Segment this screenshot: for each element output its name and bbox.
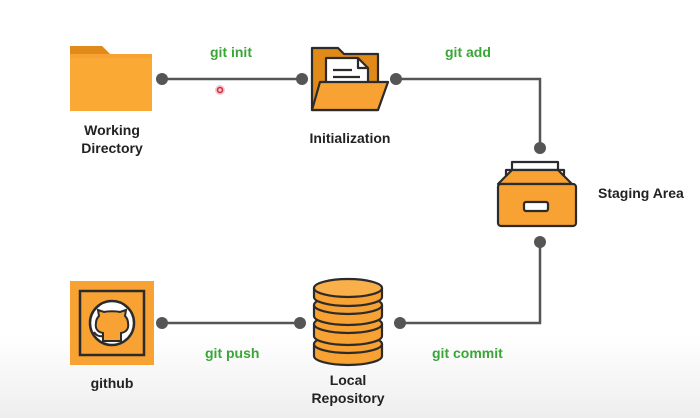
cursor-marker [215,85,225,95]
working-directory-label-line2: Directory [81,140,143,156]
connector-dots [156,73,546,329]
git-add-label: git add [445,44,491,60]
github-icon [70,281,154,365]
local-repository-label-line2: Repository [311,390,385,406]
working-directory-label-line1: Working [84,122,140,138]
connector-add [396,77,542,148]
local-repository-label: Local Repository [298,371,398,407]
dot [294,317,306,329]
database-icon [312,277,384,367]
git-commit-label: git commit [432,345,503,361]
initialization-label: Initialization [309,130,391,146]
open-folder-document-icon [310,46,390,112]
working-directory-label: Working Directory [62,121,162,157]
dot [390,73,402,85]
file-drawer-icon [496,160,578,228]
git-init-label: git init [210,44,252,60]
staging-area-label: Staging Area [598,185,684,201]
dot [394,317,406,329]
dot [156,317,168,329]
dot [534,236,546,248]
dot [156,73,168,85]
github-label: github [90,375,134,391]
git-push-label: git push [205,345,260,361]
dot [534,142,546,154]
connectors [162,77,542,325]
local-repository-label-line1: Local [329,372,367,388]
dot [296,73,308,85]
connector-commit [400,242,542,325]
folder-icon [70,46,152,111]
